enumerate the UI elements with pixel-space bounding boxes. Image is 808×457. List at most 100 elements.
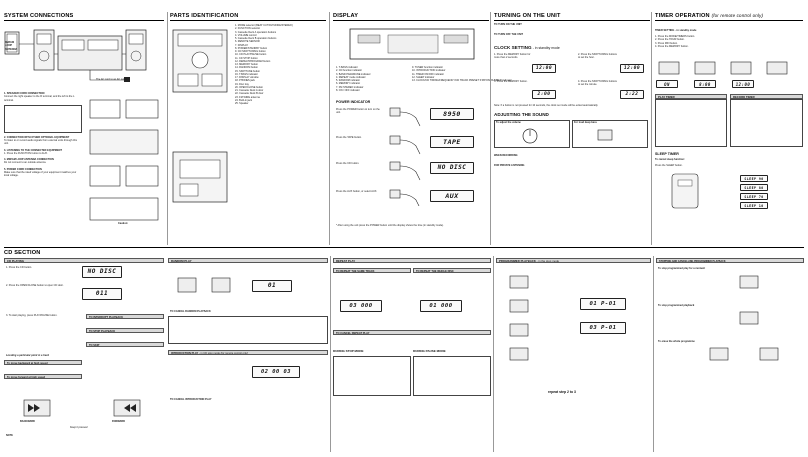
display-panel-diagram [349, 28, 475, 60]
lcd-sleep: SLEEP 70 [740, 193, 768, 200]
unit-back-diagram [172, 151, 228, 203]
private-listening-title: FOR PRIVATE LISTENING [494, 164, 525, 167]
press-sleep: Press the SLEEP button. [655, 164, 683, 167]
cd-step: 3. To start playing, press PLAY/PAUSE bu… [6, 314, 58, 317]
clock-note: Note: If a button is not pressed for 10 … [494, 104, 599, 107]
lcd-no-disc: NO DISC [430, 162, 474, 174]
cancel-random-title: TO CANCEL RANDOM PLAYBACK [170, 310, 211, 313]
parts-item: 4. VOLUME control [235, 33, 257, 37]
speaker-illustration [4, 104, 82, 133]
lcd-clock-b: 12:00 [620, 64, 644, 73]
repeat-steps-label: repeat step 2 to 3 [548, 390, 576, 394]
during-stop-box [333, 356, 411, 396]
section-rule [4, 20, 164, 21]
lcd-timer-2: 12:00 [732, 80, 754, 88]
parts-item: 14. RANDOM button [235, 66, 258, 70]
display-step-label: Press the POWER button to turn on the un… [336, 108, 380, 115]
indicator-item: 7. FM STEREO indicator [336, 85, 364, 89]
ac-note: The AC cord to an AC outlet [96, 78, 127, 81]
cd-playing-header: CD PLAYING [4, 258, 164, 263]
repeat-play-header: REPEAT PLAY [333, 258, 491, 263]
parts-item: 19. Disc tray [235, 82, 249, 86]
display-step-label: Press the TAPE button. [336, 136, 362, 139]
sleep-remote-icon [671, 173, 699, 209]
lcd-frequency: 8950 [430, 108, 474, 120]
lcd-repeat-1: 03 000 [340, 300, 382, 312]
programmed-header: PROGRAMMED PLAYBACK - in the stop mode [496, 258, 651, 263]
parts-item: 6. REMOTE SENSOR [235, 40, 260, 44]
move-bwd-header: To move backward at high speed [4, 360, 82, 365]
timer-step: 1. Press the MODE/TIMERS button. [655, 35, 696, 38]
lcd-timer-on: ON [656, 80, 678, 88]
parts-item: 12. REPEAT/PROGRAM button [235, 59, 271, 63]
play-timer-box [655, 99, 727, 147]
lcd-clock-d: 2:22 [620, 90, 644, 99]
lcd-program-1: 01 P-01 [580, 298, 626, 310]
lcd-random: 01 [252, 280, 292, 292]
parts-item: 10. CD PLAY/PAUSE button [235, 53, 267, 57]
indicator-item: 12. SLEEP indicator [412, 75, 435, 79]
during-stop-title: DURING STOP MODE [333, 349, 364, 353]
volume-knob-icon [522, 128, 538, 144]
timer-setting-line: TIMER SETTING - in standby mode [655, 29, 697, 32]
to-turn-on-title: TO TURN ON THE UNIT [494, 23, 522, 26]
random-buttons-icon [177, 277, 231, 293]
parts-item: 1. MODE selector (BEAT CUT/FM MODE/STERE… [235, 24, 293, 27]
lcd-clock-c: 2:00 [532, 90, 556, 99]
cancel-sleep: To cancel sleep function: [655, 158, 685, 161]
cd-step: 2. Press the OPEN/CLOSE button to open C… [6, 284, 64, 287]
record-timer-box [730, 99, 803, 147]
lcd-timer-1: 8:00 [694, 80, 716, 88]
indicator-item: 2. CD function indicator [336, 69, 362, 73]
cancel-random-box [168, 316, 328, 344]
lcd-sleep: SLEEP 10 [740, 202, 768, 209]
locating-title: Locating a particular point in a track [6, 354, 50, 357]
clock-setting-title: CLOCK SETTING - in standby mode [494, 45, 560, 50]
hand-buttons-display [389, 107, 421, 206]
parts-item: 2. FUNCTION selector [235, 27, 261, 31]
clock-step: 4. Press the SKIP/TUNING buttons to set … [578, 80, 617, 87]
cancel-repeat-header: TO CANCEL REPEAT PLAY [333, 330, 491, 335]
clock-step: 1. Press the MEMORY button for more than… [494, 53, 531, 60]
program-buttons-icon [509, 275, 529, 361]
stop-header: TO STOP PLAYBACK [86, 328, 164, 333]
lcd-clock-a: 12:00 [532, 64, 556, 73]
parts-item: 22. Cassette Deck B door [235, 92, 264, 96]
section-rule [170, 20, 326, 21]
indicator-item: 4. REPEAT mode indicator [336, 75, 366, 79]
column-divider [167, 12, 168, 245]
section-rule [494, 20, 650, 21]
unit-front-diagram [172, 29, 228, 93]
timer-step-icons [658, 61, 788, 75]
adjusting-sound-title: ADJUSTING THE SOUND [494, 112, 549, 117]
lcd-program-2: 03 P-01 [580, 322, 626, 334]
skip-header: TO SKIP [86, 342, 164, 347]
parts-item: 8. POWER/STANDBY button [235, 46, 268, 50]
play-timer-header: PLAY TIMER [655, 94, 727, 99]
indicator-item: 5. RANDOM indicator [336, 79, 361, 82]
indicator-item: 11. TIMER ON/OFF indicator [412, 72, 444, 76]
section-rule-cd [4, 247, 804, 248]
parts-item: 25. Speaker [235, 102, 249, 105]
indicator-item: 6. MEMORY indicator [336, 82, 361, 86]
parts-item: 24. Built-in jack [235, 98, 252, 102]
parts-item: 5. Cassette Deck B operation buttons [235, 37, 277, 40]
column-divider [493, 256, 494, 452]
lcd-cd-track: 011 [82, 288, 122, 300]
parts-item: 17. DISPLAY window [235, 76, 259, 79]
indicator-item: 8. ON / OFF indicator [336, 88, 360, 92]
lcd-aux: AUX [430, 190, 474, 202]
adjust-volume-title: To adjust the volume [496, 121, 521, 124]
section-rule [655, 20, 803, 21]
parts-items: 1. MODE selector (BEAT CUT/FM MODE/STERE… [235, 24, 327, 105]
section-title-system-connections: SYSTEM CONNECTIONS [4, 13, 74, 19]
